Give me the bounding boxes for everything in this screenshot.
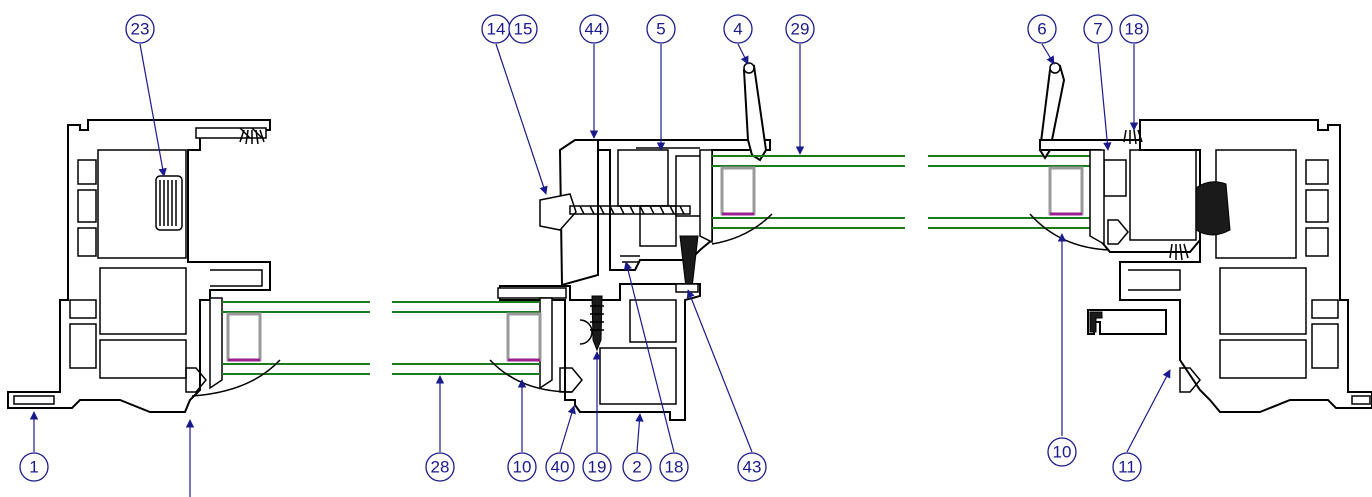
right-gasket-brush [1123, 129, 1189, 261]
callout-label: 10 [1053, 443, 1072, 462]
callout-11: 11 [1112, 452, 1142, 482]
center-lower-screw [590, 295, 604, 352]
center-handle-lever [742, 62, 768, 162]
callout-label: 11 [1118, 458, 1136, 477]
leader-line [623, 261, 675, 453]
spacer-bar [506, 312, 542, 362]
left-gasket-brush [239, 129, 265, 145]
callout-label: 44 [585, 20, 604, 39]
leader-line [1126, 369, 1171, 453]
right-hinge-cylinder [1195, 181, 1231, 236]
callout-6: 6 [1027, 14, 1057, 44]
leader-line [559, 405, 576, 453]
callout-40: 40 [545, 452, 575, 482]
center-left-glass-unit [392, 301, 573, 393]
callout-label: 19 [588, 458, 607, 477]
callout-layer: 1 23 28 10 40 19 2 18 [19, 14, 1171, 497]
callout-label: 10 [513, 458, 532, 477]
spacer-bar [1048, 166, 1084, 216]
callout-label: 23 [131, 20, 150, 39]
leader-line [737, 43, 749, 65]
callout-label: 6 [1037, 20, 1046, 39]
leader-line [495, 43, 548, 195]
callout-29: 29 [785, 14, 815, 44]
callout-14: 14 [481, 14, 511, 44]
callout-7: 7 [1083, 14, 1113, 44]
right-keeper-plate [1087, 309, 1167, 335]
callout-10-center: 10 [507, 452, 537, 482]
spacer-bar [720, 166, 756, 216]
leader-line [1097, 43, 1112, 151]
callout-4: 4 [723, 14, 753, 44]
callout-label: 18 [665, 458, 684, 477]
callout-label: 1 [29, 458, 38, 477]
callout-18-center: 18 [659, 452, 689, 482]
callout-label: 7 [1093, 20, 1102, 39]
center-glazing-bead [539, 149, 713, 390]
center-right-glass-unit [711, 155, 905, 245]
leader-line [1041, 43, 1055, 65]
callout-43: 43 [737, 452, 767, 482]
leader-line [635, 413, 644, 453]
callout-15: 15 [508, 14, 538, 44]
callout-28: 28 [425, 452, 455, 482]
callout-44: 44 [579, 14, 609, 44]
left-glazing-bead [185, 297, 223, 393]
callout-label: 2 [632, 458, 641, 477]
callout-label: 15 [514, 20, 533, 39]
leader-line [139, 43, 167, 177]
center-screw [569, 205, 691, 215]
callout-label: 14 [487, 20, 506, 39]
callout-label: 4 [733, 20, 742, 39]
callout-label: 40 [551, 458, 570, 477]
left-glass-unit [191, 301, 370, 397]
spacer-bar [226, 312, 262, 362]
callout-23: 23 [125, 14, 155, 44]
callout-label: 5 [656, 20, 665, 39]
callout-18-right: 18 [1119, 14, 1149, 44]
left-hinge-cylinder [155, 175, 183, 231]
callout-1: 1 [19, 452, 49, 482]
callout-label: 18 [1125, 20, 1144, 39]
callout-5: 5 [646, 14, 676, 44]
callout-label: 28 [431, 458, 450, 477]
leader-line [686, 289, 753, 453]
right-glass-unit [928, 155, 1111, 251]
callout-label: 43 [743, 458, 762, 477]
callout-10-right: 10 [1047, 437, 1077, 467]
right-sash-profile [1039, 139, 1201, 253]
callout-label: 29 [791, 20, 810, 39]
callout-2: 2 [622, 452, 652, 482]
right-frame-profile [1119, 119, 1372, 413]
center-cover-cap [539, 139, 599, 287]
left-frame-profile [7, 119, 271, 413]
callout-19: 19 [582, 452, 612, 482]
